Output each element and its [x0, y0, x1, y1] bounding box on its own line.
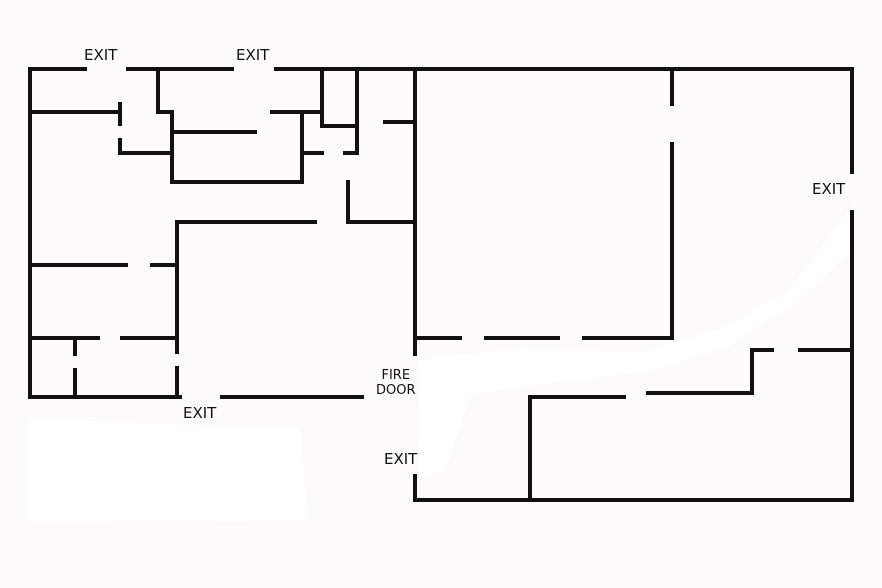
- exit-label-bottom-center: EXIT: [384, 450, 418, 468]
- walls: [28, 67, 854, 502]
- exit-label-top-left: EXIT: [84, 46, 118, 64]
- fire-door-label-line1: FIRE: [381, 368, 411, 383]
- fire-door-label-line2: DOOR: [376, 383, 416, 398]
- exit-label-right: EXIT: [812, 180, 846, 198]
- exit-label-bottom-left: EXIT: [183, 404, 217, 422]
- fire-door-label: FIRE DOOR: [376, 368, 416, 398]
- blank-area: [28, 418, 308, 522]
- exit-label-top-center: EXIT: [236, 46, 270, 64]
